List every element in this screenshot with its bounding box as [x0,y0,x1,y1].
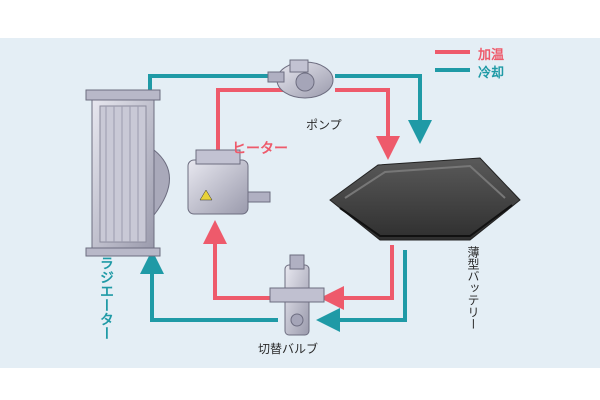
heating-loop [203,88,400,310]
radiator-illustration [85,89,170,257]
legend-cooling-label: 冷却 [478,66,505,81]
radiator-label: ラジエーター [98,256,114,340]
battery-label: 薄型バッテリー [466,246,480,330]
legend-heating-label: 加温 [478,48,505,63]
valve-label: 切替バルブ [258,342,319,356]
legend [435,50,470,72]
heater-label: ヒーター [232,141,288,157]
pump-label: ポンプ [306,118,342,132]
valve-illustration [269,254,325,336]
battery-illustration [329,157,521,241]
pump-illustration [267,59,334,99]
heater-illustration [187,149,271,215]
